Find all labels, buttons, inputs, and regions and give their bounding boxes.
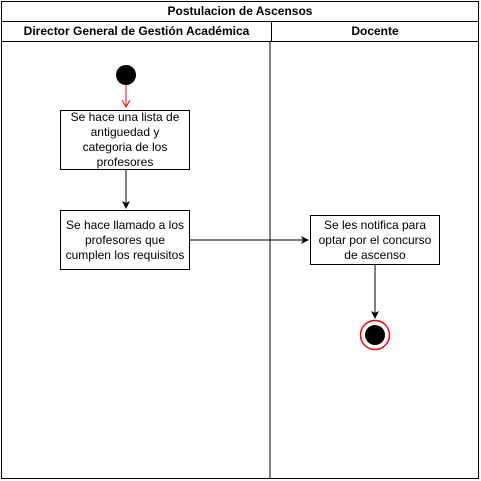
final-node — [365, 325, 385, 345]
activity-call-professors: Se hace llamado a los profesores que cum… — [60, 210, 190, 270]
activity-make-list: Se hace una lista de antiguedad y catego… — [60, 110, 190, 170]
activity-notify: Se les notifica para optar por el concur… — [310, 215, 440, 265]
lane-header-docente: Docente — [272, 22, 478, 42]
initial-node — [116, 65, 136, 85]
pool-title: Postulacion de Ascensos — [2, 2, 478, 22]
lane-header-director: Director General de Gestión Académica — [2, 22, 272, 42]
